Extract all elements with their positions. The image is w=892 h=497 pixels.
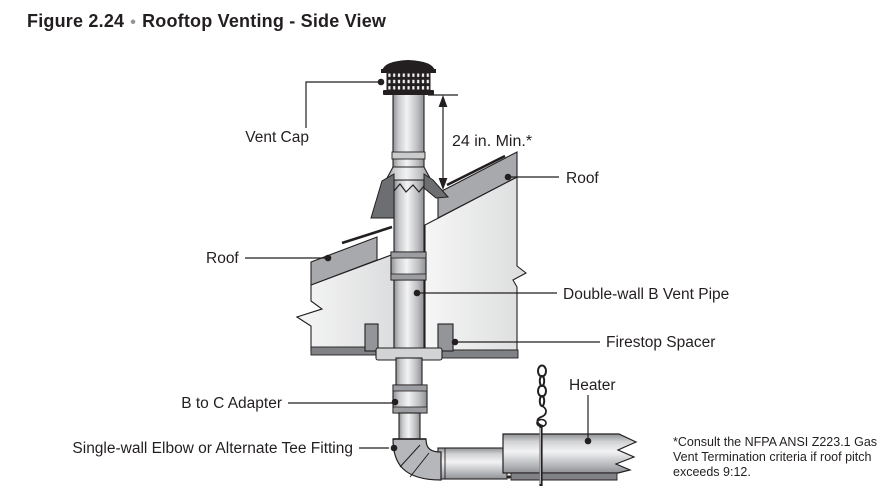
label-firestop-spacer: Firestop Spacer xyxy=(606,334,715,351)
footnote-line3: exceeds 9:12. xyxy=(673,465,751,479)
roof-left-structure xyxy=(295,225,395,356)
label-vent-cap: Vent Cap xyxy=(245,129,309,146)
label-single-wall-elbow: Single-wall Elbow or Alternate Tee Fitti… xyxy=(72,440,353,457)
horizontal-vent-pipe xyxy=(435,447,511,480)
firestop-spacer xyxy=(364,323,454,361)
callouts: Vent Cap Roof Roof Double-wall B Vent Pi… xyxy=(72,78,729,457)
dimension-24in: 24 in. Min.* xyxy=(428,94,532,190)
roof-flashing xyxy=(370,173,450,219)
figure-number: Figure 2.24 xyxy=(27,11,125,31)
label-heater: Heater xyxy=(569,377,616,394)
footnote: *Consult the NFPA ANSI Z223.1 Gas Vent T… xyxy=(673,435,877,479)
label-roof-right: Roof xyxy=(566,170,599,187)
roof-left-panel xyxy=(310,236,378,286)
double-wall-b-vent-pipe xyxy=(370,92,450,353)
heater xyxy=(502,433,638,481)
label-roof-left: Roof xyxy=(206,250,239,267)
footnote-line2: Vent Termination criteria if roof pitch xyxy=(673,450,872,464)
footnote-line1: *Consult the NFPA ANSI Z223.1 Gas xyxy=(673,435,877,449)
label-double-wall-pipe: Double-wall B Vent Pipe xyxy=(563,286,729,303)
roof-right-structure xyxy=(424,151,528,359)
single-wall-elbow xyxy=(392,438,442,481)
label-24in-min: 24 in. Min.* xyxy=(452,133,532,150)
label-b-to-c-adapter: B to C Adapter xyxy=(181,395,282,412)
vent-cap xyxy=(381,60,436,95)
b-to-c-adapter xyxy=(392,357,428,441)
figure-title: Figure 2.24 • Rooftop Venting - Side View xyxy=(27,11,386,32)
figure-name: Rooftop Venting - Side View xyxy=(142,11,387,31)
hanger-chain xyxy=(536,364,547,486)
title-bullet-icon: • xyxy=(130,14,137,31)
